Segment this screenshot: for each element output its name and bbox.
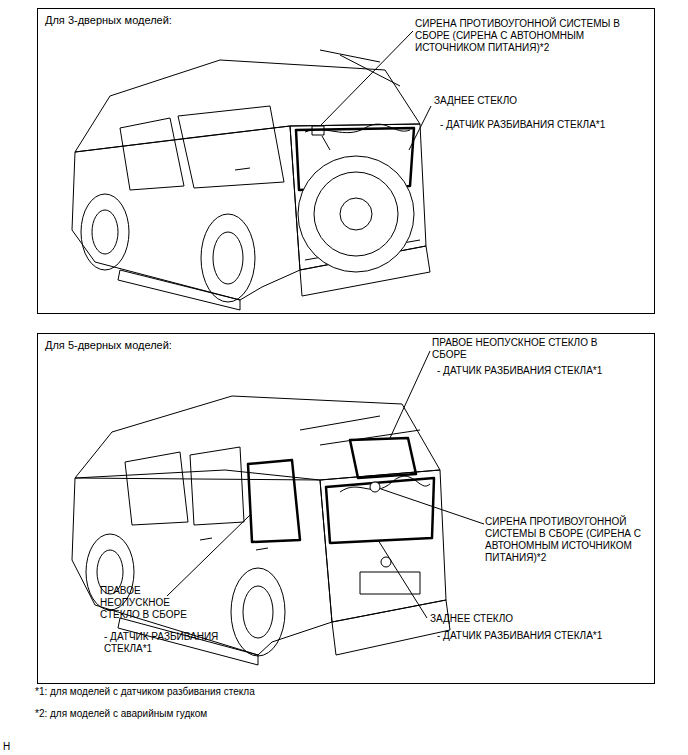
callout-label: - ДАТЧИК РАЗБИВАНИЯ СТЕКЛА*1 — [440, 119, 640, 131]
three-door-vehicle — [72, 50, 430, 310]
callout-label: СИРЕНА ПРОТИВОУГОННОЙ СИСТЕМЫ В СБОРЕ (С… — [415, 18, 630, 54]
callout-label: СИРЕНА ПРОТИВОУГОННОЙ СИСТЕМЫ В СБОРЕ (С… — [485, 516, 651, 564]
view-panel: Для 3-дверных моделей: — [37, 8, 655, 314]
five-door-vehicle — [72, 396, 450, 665]
footnote: H — [3, 741, 23, 753]
panel-heading: Для 5-дверных моделей: — [45, 339, 172, 351]
callout-label: ЗАДНЕЕ СТЕКЛО — [430, 613, 580, 625]
leader-line — [320, 31, 413, 126]
callout-label: - ДАТЧИК РАЗБИВАНИЯ СТЕКЛА*1 — [437, 365, 637, 377]
leader-line — [390, 351, 430, 438]
leader-line — [167, 515, 250, 596]
leader-line — [381, 489, 484, 524]
leader-line — [409, 106, 431, 150]
footnote: *1: для моделей с датчиком разбивания ст… — [35, 686, 435, 698]
callout-label: ПРАВОЕ НЕОПУСКНОЕ СТЕКЛО В СБОРЕ — [432, 337, 607, 361]
leader-line — [378, 540, 427, 618]
callout-label: - ДАТЧИК РАЗБИВАНИЯ СТЕКЛА*1 — [437, 630, 637, 642]
callout-label: ПРАВОЕ НЕОПУСКНОЕ СТЕКЛО В СБОРЕ — [100, 585, 200, 621]
footnote: *2: для моделей с аварийным гудком — [35, 708, 435, 720]
callout-label: - ДАТЧИК РАЗБИВАНИЯ СТЕКЛА*1 — [104, 631, 220, 655]
panel-heading: Для 3-дверных моделей: — [45, 14, 172, 26]
callout-label: ЗАДНЕЕ СТЕКЛО — [434, 95, 584, 107]
